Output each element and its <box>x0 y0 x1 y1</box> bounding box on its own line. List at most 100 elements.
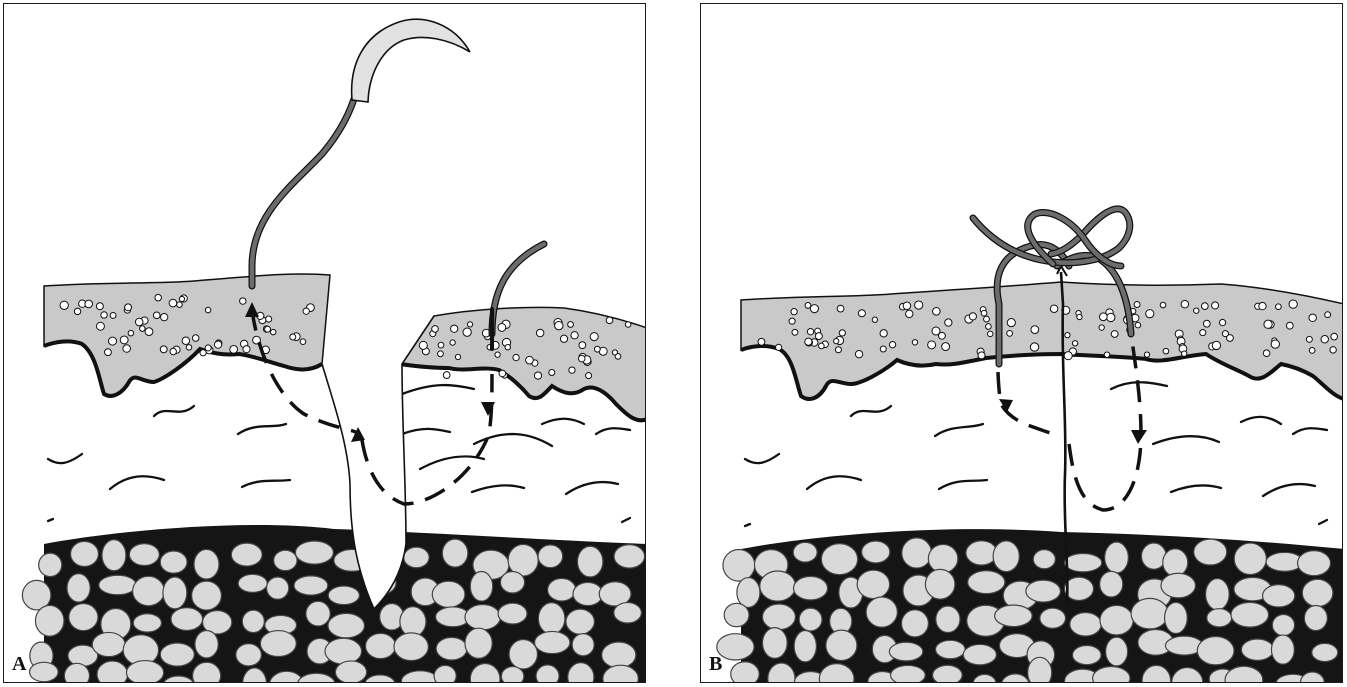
fat-cell <box>573 582 603 605</box>
epidermis-granule <box>110 313 116 319</box>
epidermis-granule <box>192 335 199 342</box>
epidermis-granule <box>1099 325 1104 330</box>
epidermis-granule <box>438 342 444 348</box>
fat-cell <box>306 601 330 626</box>
epidermis-granule <box>978 352 985 359</box>
epidermis-granule <box>419 341 427 349</box>
fat-cell <box>1231 602 1269 627</box>
epidermis-granule <box>160 346 167 353</box>
fat-cell <box>966 541 997 565</box>
epidermis-granule <box>1134 302 1140 308</box>
epidermis-granule <box>1325 312 1331 318</box>
fat-cell <box>538 545 563 568</box>
epidermis-granule <box>270 329 275 334</box>
epidermis-granule <box>880 330 887 337</box>
fat-cell <box>1028 657 1052 683</box>
epidermis-granule <box>945 319 952 326</box>
fat-cell <box>133 576 165 605</box>
fat-cell <box>404 547 429 568</box>
fat-cell <box>260 631 296 657</box>
epidermis-granule <box>200 350 206 356</box>
arrow-icon <box>999 399 1147 444</box>
epidermis-granule <box>805 303 811 309</box>
epidermis-granule <box>805 338 812 345</box>
fat-cell <box>968 571 1005 594</box>
epidermis-granule <box>101 312 107 318</box>
epidermis-granule <box>153 312 160 319</box>
epidermis-granule <box>1264 320 1272 328</box>
epidermis-granule <box>96 303 103 310</box>
fat-cell <box>794 630 816 661</box>
epidermis-granule <box>74 308 80 314</box>
fat-cell <box>274 550 297 570</box>
fat-cell <box>902 538 932 568</box>
epidermis-granule <box>791 309 797 315</box>
epidermis-granule <box>1331 333 1338 340</box>
epidermis-granule <box>526 356 534 364</box>
suture-insertion-diagram <box>4 4 646 683</box>
fat-cell <box>717 634 754 660</box>
epidermis-granule <box>555 322 563 330</box>
fat-cell <box>39 553 62 577</box>
fat-cell <box>925 569 955 599</box>
epidermis-granule <box>938 332 945 339</box>
epidermis-granule <box>266 316 272 322</box>
epidermis-granule <box>1309 348 1315 354</box>
epidermis-granule <box>443 372 450 379</box>
fat-cell <box>64 663 89 683</box>
fat-cell <box>935 640 965 658</box>
fat-cell <box>1271 635 1294 664</box>
fat-cell <box>723 549 755 581</box>
epidermis-granule <box>1099 313 1107 321</box>
fat-cell <box>1106 637 1128 666</box>
fat-cell <box>614 545 645 568</box>
fat-cell <box>1064 577 1093 600</box>
fat-cell <box>133 614 161 632</box>
epidermis-granule <box>1330 347 1336 353</box>
fat-cell <box>126 661 163 683</box>
epidermis-granule <box>912 340 917 345</box>
fat-cell <box>231 543 262 566</box>
fat-cell <box>92 632 125 656</box>
epidermis-granule <box>606 317 613 324</box>
fat-cell <box>35 605 64 636</box>
fat-cell <box>325 638 362 664</box>
fat-cell <box>901 610 928 637</box>
fat-cell <box>933 665 963 683</box>
fat-cell <box>394 633 428 661</box>
epidermis-granule <box>60 301 68 309</box>
fat-cell <box>238 574 267 592</box>
fat-cell <box>509 640 537 669</box>
fat-cell <box>572 634 594 656</box>
fat-cell <box>1163 549 1188 576</box>
epidermis-granule <box>1030 343 1038 351</box>
epidermis-granule <box>933 308 941 316</box>
fat-cell <box>799 608 822 631</box>
fat-cell <box>432 581 465 607</box>
epidermis-granule <box>1163 348 1169 354</box>
fat-cell <box>365 633 395 658</box>
epidermis-granule <box>498 324 506 332</box>
fat-cell <box>536 665 559 683</box>
epidermis-granule <box>880 346 886 352</box>
epidermis-granule <box>161 313 168 320</box>
epidermis-granule <box>984 316 990 322</box>
epidermis-granule <box>969 313 976 320</box>
epidermis-granule <box>1200 329 1206 335</box>
epidermis-granule <box>568 322 574 328</box>
epidermis-granule <box>128 330 134 336</box>
epidermis-granule <box>534 372 541 379</box>
epidermis-granule <box>1135 322 1141 328</box>
fat-cell <box>328 613 365 638</box>
fat-cell <box>160 643 194 666</box>
fat-cell <box>889 642 922 661</box>
fat-cell <box>1234 543 1266 574</box>
epidermis-granule <box>1146 310 1154 318</box>
epidermis-granule <box>169 299 177 307</box>
fat-cell <box>442 539 468 567</box>
epidermis-granule <box>789 318 795 324</box>
epidermis-granule <box>594 346 600 352</box>
epidermis-granule <box>807 328 813 334</box>
fat-cell <box>192 581 222 610</box>
epidermis-granule <box>243 346 250 353</box>
